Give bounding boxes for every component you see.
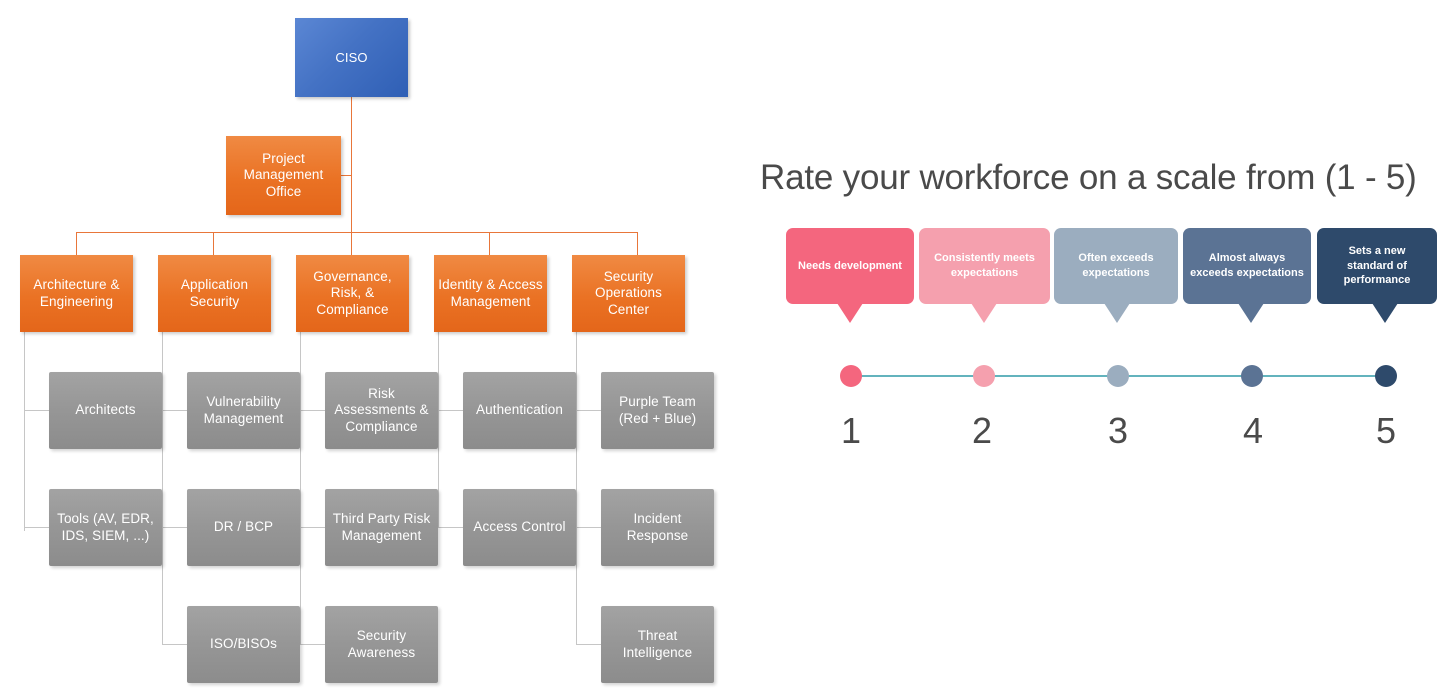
rating-bubble-label: Sets a new standard of performance <box>1343 245 1411 287</box>
org-child-iso-bisos[interactable]: ISO/BISOs <box>187 606 300 683</box>
org-child-incident-response[interactable]: Incident Response <box>601 489 714 566</box>
connector-branch-c4-1 <box>438 410 463 412</box>
rating-bubble-tail-4 <box>1238 303 1264 323</box>
org-node-ciso[interactable]: CISO <box>295 18 408 97</box>
org-head-security-operations-center[interactable]: Security Operations Center <box>572 255 685 332</box>
connector-spine-col-1 <box>24 332 26 531</box>
connector-branch-c3-2 <box>300 527 325 529</box>
rating-number-2: 2 <box>971 410 993 451</box>
connector-branch-c1-1 <box>24 410 49 412</box>
org-child-label: Threat Intelligence <box>622 628 693 660</box>
org-child-label: Purple Team (Red + Blue) <box>618 394 697 426</box>
org-head-label: Security Operations Center <box>594 268 663 317</box>
org-head-architecture-engineering[interactable]: Architecture & Engineering <box>20 255 133 332</box>
connector-branch-c3-3 <box>300 644 325 646</box>
org-child-label: Architects <box>75 402 136 418</box>
connector-branch-c5-1 <box>576 410 601 412</box>
connector-branch-c2-1 <box>162 410 187 412</box>
connector-branch-c4-2 <box>438 527 463 529</box>
connector-pmo-stub <box>341 175 352 177</box>
org-child-label: ISO/BISOs <box>210 636 277 652</box>
rating-dot-5[interactable] <box>1375 365 1397 387</box>
org-head-application-security[interactable]: Application Security <box>158 255 271 332</box>
org-child-authentication[interactable]: Authentication <box>463 372 576 449</box>
org-child-threat-intelligence[interactable]: Threat Intelligence <box>601 606 714 683</box>
org-head-label: Application Security <box>180 277 249 309</box>
rating-scale-panel: Rate your workforce on a scale from (1 -… <box>740 0 1456 694</box>
org-child-label: Risk Assessments & Compliance <box>334 385 429 434</box>
connector-drop-col-3 <box>351 232 353 255</box>
rating-bubble-tail-5 <box>1372 303 1398 323</box>
rating-bubble-label: Consistently meets expectations <box>934 252 1035 279</box>
org-child-label: Security Awareness <box>347 628 416 660</box>
connector-drop-col-4 <box>489 232 491 255</box>
org-child-label: Vulnerability Management <box>203 394 284 426</box>
org-child-vulnerability-management[interactable]: Vulnerability Management <box>187 372 300 449</box>
rating-bubble-4[interactable]: Almost always exceeds expectations <box>1183 228 1311 304</box>
rating-scale-title: Rate your workforce on a scale from (1 -… <box>760 158 1417 197</box>
rating-number-5: 5 <box>1375 410 1397 451</box>
connector-spine-col-2 <box>162 332 164 645</box>
rating-bubble-tail-2 <box>971 303 997 323</box>
connector-spine-col-3 <box>300 332 302 645</box>
org-node-pmo[interactable]: Project Management Office <box>226 136 341 215</box>
org-head-label: Architecture & Engineering <box>33 277 120 309</box>
connector-branch-c3-1 <box>300 410 325 412</box>
org-child-label: DR / BCP <box>213 519 274 535</box>
connector-branch-c5-2 <box>576 527 601 529</box>
org-head-label: Identity & Access Management <box>438 277 543 309</box>
connector-drop-col-2 <box>213 232 215 255</box>
org-child-label: Tools (AV, EDR, IDS, SIEM, ...) <box>57 511 154 543</box>
rating-bubble-label: Almost always exceeds expectations <box>1190 252 1304 279</box>
org-child-third-party-risk-management[interactable]: Third Party Risk Management <box>325 489 438 566</box>
org-child-label: Third Party Risk Management <box>332 511 431 543</box>
rating-dot-4[interactable] <box>1241 365 1263 387</box>
org-head-identity-access-management[interactable]: Identity & Access Management <box>434 255 547 332</box>
org-child-label: Access Control <box>473 519 566 535</box>
connector-spine-col-5 <box>576 332 578 645</box>
connector-branch-c2-3 <box>162 644 187 646</box>
connector-drop-col-5 <box>637 232 639 255</box>
org-child-label: Authentication <box>476 402 563 418</box>
connector-branch-c2-2 <box>162 527 187 529</box>
rating-number-3: 3 <box>1107 410 1129 451</box>
rating-bubble-tail-3 <box>1104 303 1130 323</box>
rating-number-4: 4 <box>1242 410 1264 451</box>
connector-branch-c1-2 <box>24 527 49 529</box>
connector-spine-col-4 <box>438 332 440 528</box>
org-child-tools[interactable]: Tools (AV, EDR, IDS, SIEM, ...) <box>49 489 162 566</box>
rating-bubble-label: Needs development <box>798 259 902 272</box>
org-head-label: Governance, Risk, & Compliance <box>313 268 392 317</box>
rating-bubble-5[interactable]: Sets a new standard of performance <box>1317 228 1437 304</box>
connector-branch-c5-3 <box>576 644 601 646</box>
org-child-security-awareness[interactable]: Security Awareness <box>325 606 438 683</box>
org-child-architects[interactable]: Architects <box>49 372 162 449</box>
org-node-ciso-label: CISO <box>335 49 368 65</box>
rating-bubble-2[interactable]: Consistently meets expectations <box>919 228 1050 304</box>
rating-dot-2[interactable] <box>973 365 995 387</box>
connector-drop-col-1 <box>76 232 78 255</box>
org-child-dr-bcp[interactable]: DR / BCP <box>187 489 300 566</box>
rating-dot-3[interactable] <box>1107 365 1129 387</box>
org-head-governance-risk-compliance[interactable]: Governance, Risk, & Compliance <box>296 255 409 332</box>
rating-bubble-tail-1 <box>837 303 863 323</box>
rating-bubble-1[interactable]: Needs development <box>786 228 914 304</box>
connector-ciso-trunk <box>351 97 353 233</box>
rating-dot-1[interactable] <box>840 365 862 387</box>
rating-bubble-label: Often exceeds expectations <box>1078 252 1154 279</box>
org-child-access-control[interactable]: Access Control <box>463 489 576 566</box>
org-child-risk-assessments-compliance[interactable]: Risk Assessments & Compliance <box>325 372 438 449</box>
org-node-pmo-label: Project Management Office <box>243 150 324 199</box>
org-child-label: Incident Response <box>626 511 689 543</box>
rating-bubble-3[interactable]: Often exceeds expectations <box>1054 228 1178 304</box>
connector-horizontal-bus <box>76 232 637 234</box>
org-child-purple-team[interactable]: Purple Team (Red + Blue) <box>601 372 714 449</box>
security-org-chart: CISO Project Management Office Architect… <box>20 18 714 683</box>
rating-number-1: 1 <box>840 410 862 451</box>
